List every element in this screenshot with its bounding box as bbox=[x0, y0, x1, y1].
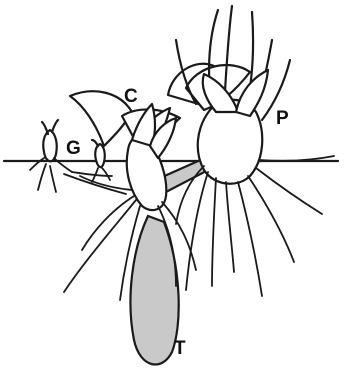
plant-g-root bbox=[30, 158, 44, 170]
label-p: P bbox=[276, 108, 289, 129]
plant-c-root bbox=[64, 200, 136, 292]
plant-g-leaf bbox=[42, 122, 48, 134]
plant-c-root bbox=[82, 196, 134, 250]
plant-p-root bbox=[186, 172, 208, 290]
tuber-t bbox=[130, 216, 178, 365]
label-t: T bbox=[174, 338, 186, 359]
plant-p-root bbox=[212, 178, 216, 286]
label-c: C bbox=[124, 86, 138, 107]
plant-g-body bbox=[43, 130, 57, 161]
plant-p-root bbox=[238, 182, 262, 296]
plant-g-root bbox=[38, 164, 46, 190]
plant-g-root bbox=[50, 166, 56, 192]
plant-g-small-root bbox=[102, 168, 110, 180]
plant-g-leaf bbox=[52, 120, 58, 132]
plant-p-root bbox=[248, 176, 294, 262]
plant-g-small-leaf bbox=[92, 140, 98, 146]
plant-g-small-body bbox=[95, 144, 105, 167]
plant-p-root bbox=[226, 182, 234, 272]
label-g: G bbox=[66, 138, 81, 159]
plant-p-root bbox=[256, 168, 322, 214]
